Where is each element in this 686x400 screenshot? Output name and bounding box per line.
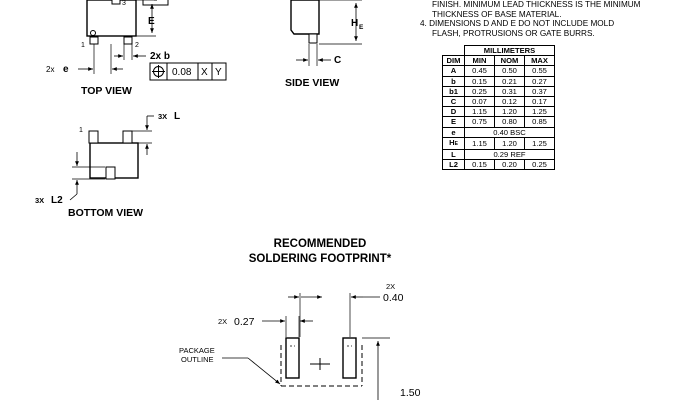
notes-block: FINISH. MINIMUM LEAD THICKNESS IS THE MI… bbox=[420, 0, 682, 38]
table-row: L2 0.15 0.20 0.25 bbox=[442, 158, 555, 171]
top-view-pin1-lead bbox=[89, 36, 99, 45]
he-dim-main: H bbox=[449, 137, 455, 147]
top-view: 3 1 2 E 2x b 2x e bbox=[46, 0, 227, 97]
table-row: L 0.29 REF bbox=[442, 148, 555, 160]
table-row: e 0.40 BSC bbox=[442, 126, 555, 138]
footprint-pad-right bbox=[342, 337, 357, 379]
table-row: E 0.75 0.80 0.85 bbox=[442, 116, 555, 128]
bottom-view-pin3-pad bbox=[105, 166, 116, 180]
col-dim-header: DIM bbox=[442, 55, 465, 67]
bottom-view: 1 3X L 3X L2 BOTTOM VIEW bbox=[35, 111, 180, 219]
bottom-view-pin2-pad bbox=[122, 130, 133, 144]
dim-e-label: E bbox=[148, 16, 155, 27]
dim-l-label: L bbox=[174, 111, 180, 122]
dim-l-prefix: 3X bbox=[158, 112, 167, 121]
top-view-pin2-lead bbox=[123, 36, 133, 45]
package-outline-dashed bbox=[280, 345, 363, 387]
top-view-pin1-label: 1 bbox=[81, 42, 85, 49]
datum-box-partial bbox=[142, 0, 169, 6]
bottom-view-pin1-label: 1 bbox=[79, 127, 83, 134]
top-view-package-body bbox=[86, 0, 137, 37]
col-nom-header: NOM bbox=[494, 55, 525, 67]
note-line-4: FLASH, PROTRUSIONS OR GATE BURRS. bbox=[432, 28, 595, 38]
bottom-view-title: BOTTOM VIEW bbox=[68, 207, 143, 219]
note-line-3: 4. DIMENSIONS D AND E DO NOT INCLUDE MOL… bbox=[420, 19, 615, 29]
width-value: 0.27 bbox=[234, 316, 255, 328]
dim-c-label: C bbox=[334, 55, 341, 66]
bottom-view-pin1-pad bbox=[88, 130, 99, 144]
side-view-title: SIDE VIEW bbox=[285, 77, 339, 89]
unit-header: MILLIMETERS bbox=[464, 44, 555, 57]
dim-pitch-prefix: 2x bbox=[46, 65, 54, 74]
dim-he-subscript: E bbox=[359, 24, 364, 31]
dim-pitch-symbol: e bbox=[63, 64, 69, 75]
col-max-header: MAX bbox=[524, 55, 555, 67]
footprint-pad-left bbox=[285, 337, 300, 379]
width-prefix: 2X bbox=[218, 317, 227, 326]
dim-l2-prefix: 3X bbox=[35, 196, 44, 205]
dim-he-label: H bbox=[351, 18, 358, 29]
footprint-title-line1: RECOMMENDED bbox=[274, 238, 367, 250]
pitch-prefix: 2X bbox=[386, 282, 395, 291]
outline-label-line2: OUTLINE bbox=[181, 355, 214, 364]
table-row: HE 1.15 1.20 1.25 bbox=[442, 136, 555, 150]
pin1-indicator-dot bbox=[90, 30, 96, 36]
side-view-lead bbox=[308, 33, 318, 44]
col-min-header: MIN bbox=[464, 55, 495, 67]
dim-l2-label: L2 bbox=[51, 195, 63, 206]
feature-control-frame: 0.08 X Y bbox=[149, 62, 227, 81]
outline-label-line1: PACKAGE bbox=[179, 346, 215, 355]
table-row: b1 0.25 0.31 0.37 bbox=[442, 85, 555, 97]
top-view-pin3-label: 3 bbox=[122, 0, 126, 7]
dim-b-label: 2x b bbox=[150, 51, 170, 62]
pitch-value: 0.40 bbox=[383, 292, 404, 304]
side-view-body bbox=[290, 0, 320, 35]
tolerance-value: 0.08 bbox=[172, 67, 192, 78]
table-row: D 1.15 1.20 1.25 bbox=[442, 106, 555, 118]
dimensions-table: MILLIMETERS DIM MIN NOM MAX A 0.45 0.50 … bbox=[442, 44, 555, 171]
datum-x: X bbox=[201, 67, 208, 78]
datum-y: Y bbox=[215, 67, 222, 78]
side-view: H E C SIDE VIEW bbox=[285, 0, 364, 89]
table-row: C 0.07 0.12 0.17 bbox=[442, 95, 555, 108]
footprint-title-line2: SOLDERING FOOTPRINT* bbox=[249, 253, 392, 265]
top-view-title: TOP VIEW bbox=[81, 85, 132, 97]
table-row: A 0.45 0.50 0.55 bbox=[442, 65, 555, 77]
soldering-footprint: RECOMMENDED SOLDERING FOOTPRINT* 2X 0.40… bbox=[179, 238, 421, 400]
height-value: 1.50 bbox=[400, 387, 421, 399]
table-row: b 0.15 0.21 0.27 bbox=[442, 75, 555, 87]
top-view-pin2-label: 2 bbox=[135, 42, 139, 49]
note-line-1: FINISH. MINIMUM LEAD THICKNESS IS THE MI… bbox=[432, 0, 641, 9]
note-line-2: THICKNESS OF BASE MATERIAL. bbox=[432, 9, 562, 19]
top-view-pin3-lead bbox=[111, 0, 121, 5]
he-dim-sub: E bbox=[454, 140, 458, 147]
